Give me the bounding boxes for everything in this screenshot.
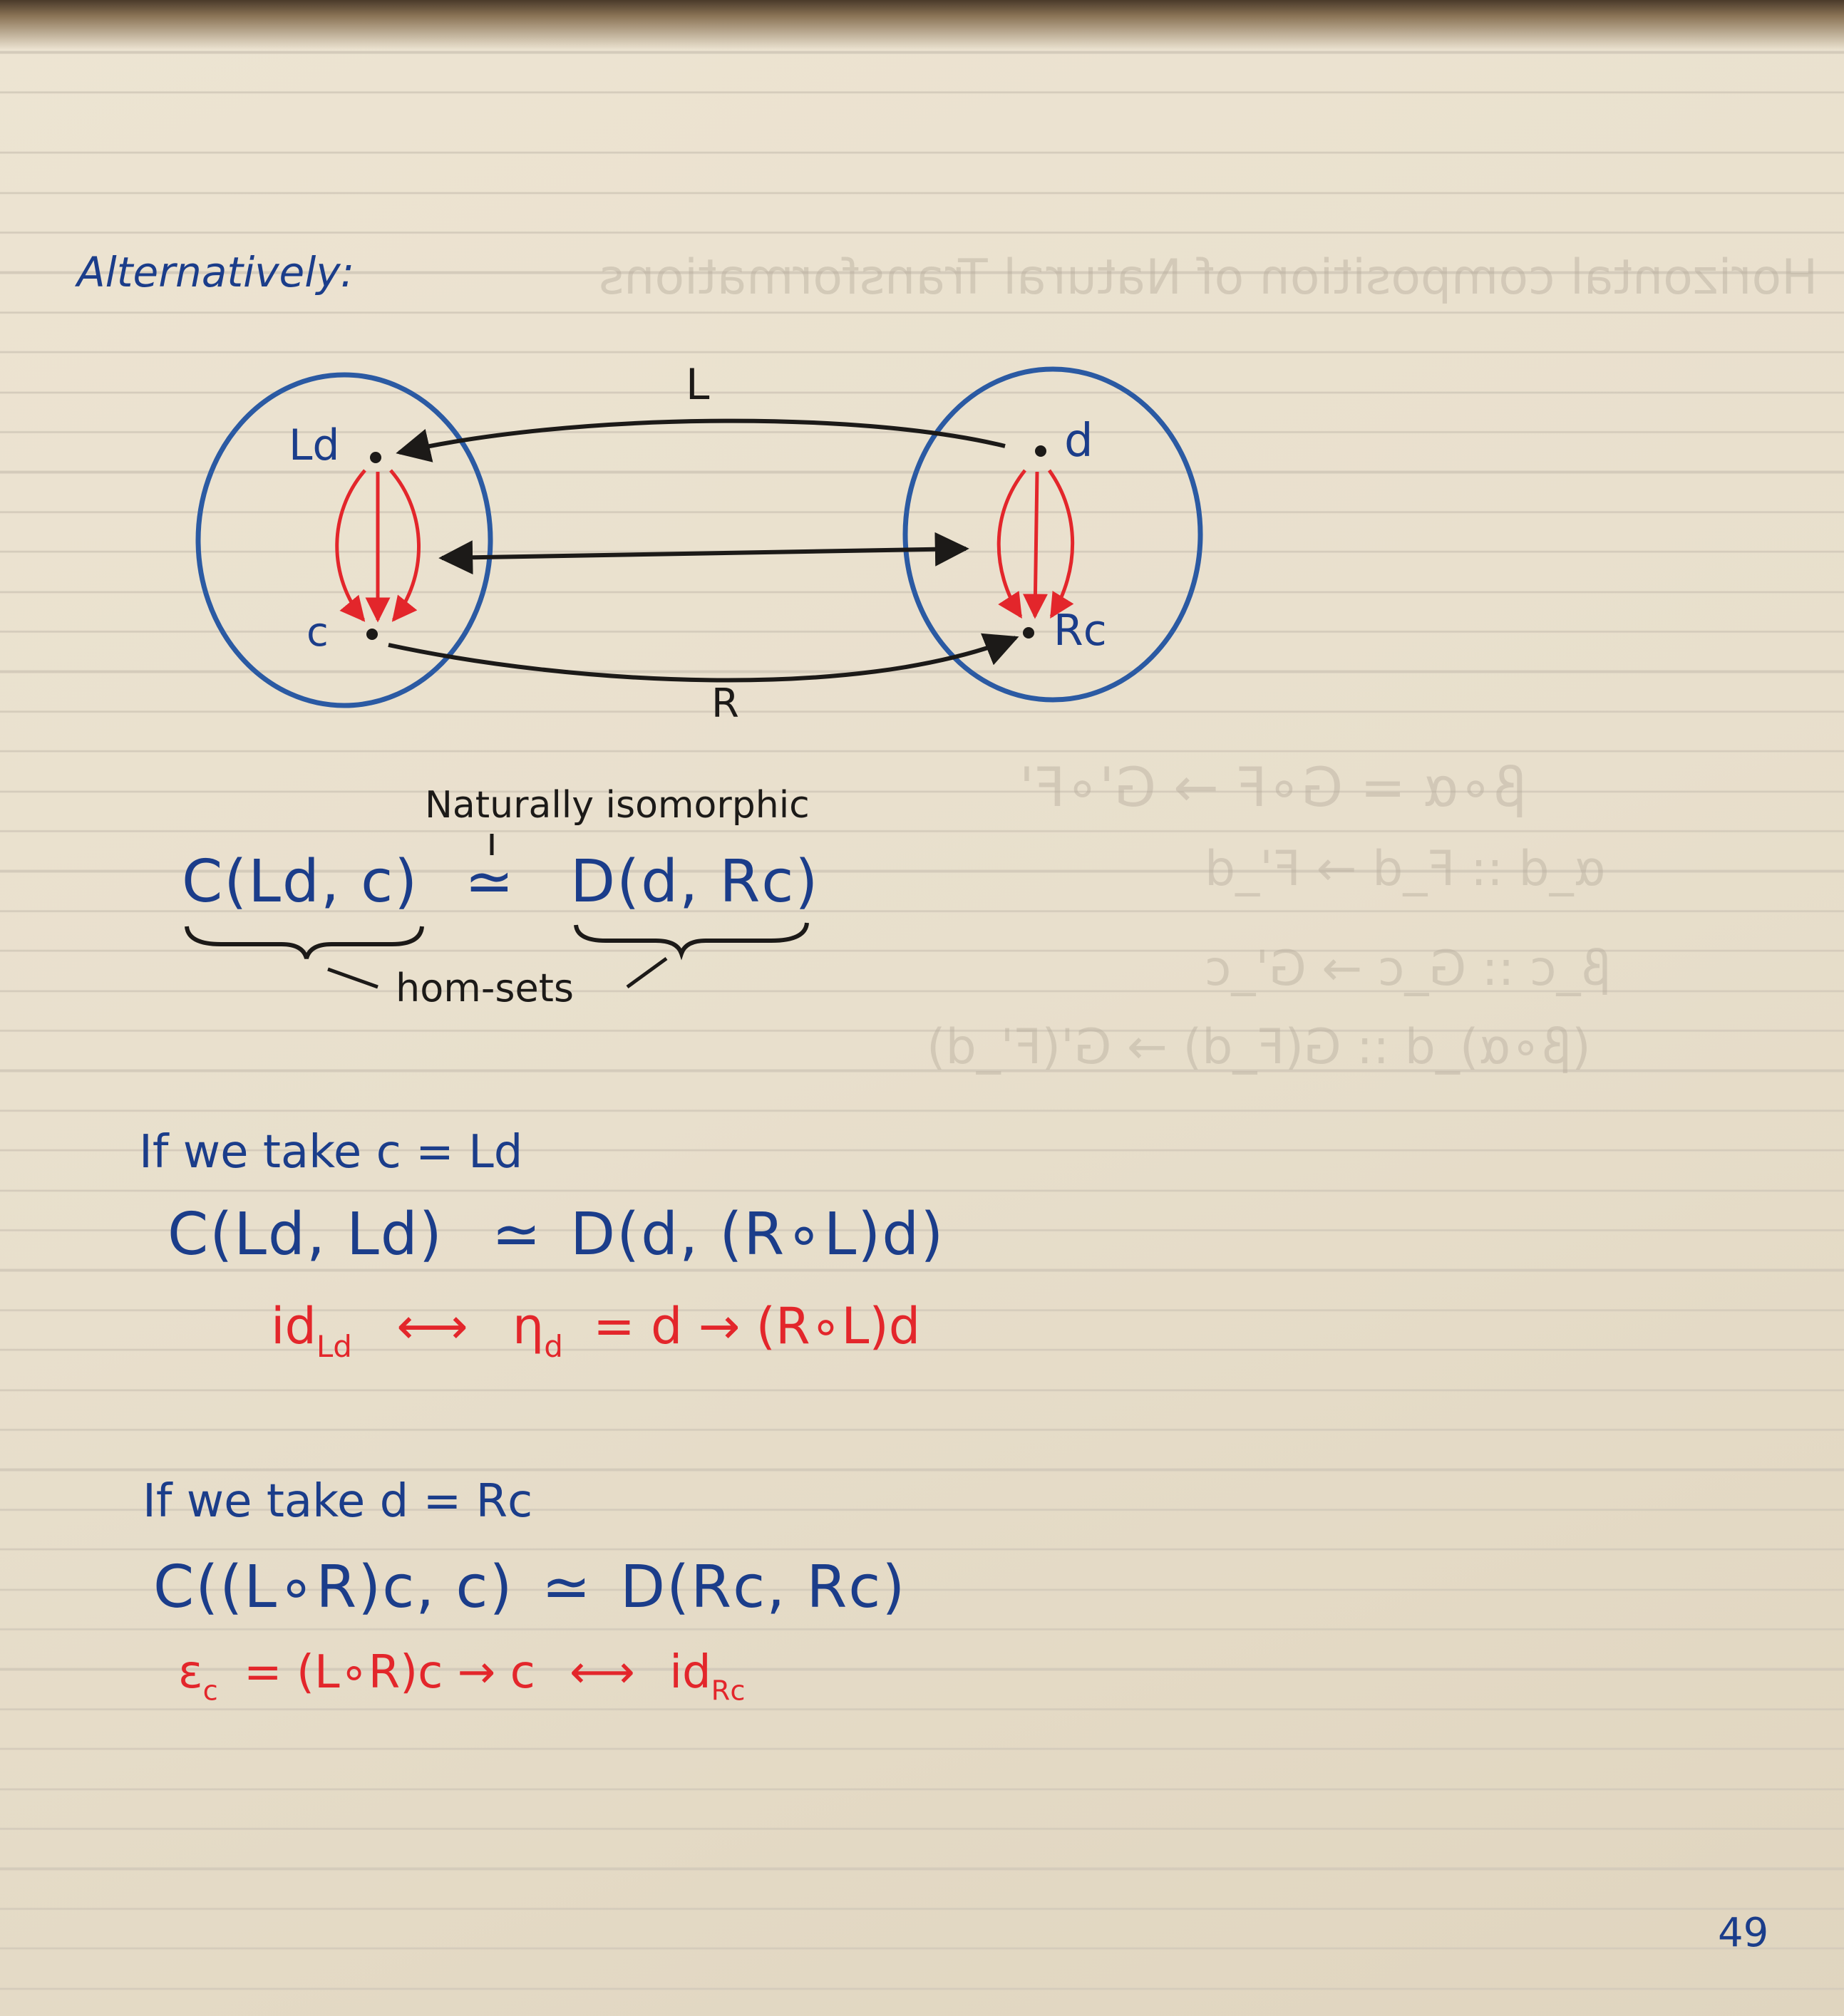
hom-set-brace-right [574,922,809,961]
isomorphism-arrow [438,532,969,575]
identity-ld: idLd [271,1297,352,1364]
eta-subscript: d [544,1328,563,1364]
case1-title: If we take c = Ld [139,1126,523,1179]
hom-sets-note: hom-sets [396,966,575,1010]
identity-symbol: id [669,1646,711,1699]
functor-l-arrow [396,418,1006,462]
page-number: 49 [1718,1910,1769,1956]
case1-lhs: C(Ld, Ld) [168,1201,443,1268]
point-rc [1023,627,1034,639]
case1-iso: ≃ [492,1201,542,1268]
identity-symbol: id [271,1297,316,1355]
correspondence-arrow: ⟷ [570,1646,635,1699]
case2-iso: ≃ [542,1554,592,1621]
section-heading: Alternatively: [77,248,355,296]
eta-symbol: η [512,1297,545,1355]
identity-rc: idRc [669,1646,745,1707]
functor-label-l: L [686,360,710,410]
morphisms-right-outer-a [996,469,1026,619]
case1-rhs: D(d, (R∘L)d) [570,1201,945,1268]
case2-lhs: C((L∘R)c, c) [153,1554,514,1621]
counit-definition: = (L∘R)c → c [244,1646,535,1699]
identity-subscript: Ld [316,1328,352,1364]
epsilon-subscript: c [202,1675,218,1707]
counit-epsilon: εc [178,1646,218,1707]
morphisms-right-middle [1022,471,1048,619]
point-d [1035,445,1046,457]
morphisms-right-outer-b [1047,469,1075,619]
functor-r-arrow [388,633,1019,683]
epsilon-symbol: ε [178,1646,203,1699]
object-label-rc: Rc [1054,606,1107,656]
case1-correspondence: idLd ⟷ ηd = d → (R∘L)d [271,1297,920,1364]
morphisms-left-outer-a [335,469,366,622]
object-label-c: c [307,609,329,656]
point-ld [370,452,381,463]
hom-set-d: D(d, Rc) [570,848,820,916]
case2-correspondence: εc = (L∘R)c → c ⟷ idRc [178,1646,745,1707]
case2-rhs: D(Rc, Rc) [620,1554,907,1621]
naturally-isomorphic-note: Naturally isomorphic [425,784,810,827]
functor-label-r: R [711,681,739,727]
hom-set-pointer-left [327,967,378,989]
unit-eta: ηd [512,1297,563,1364]
hom-set-pointer-right [626,956,668,989]
case2-title: If we take d = Rc [143,1475,533,1528]
hom-set-c: C(Ld, c) [182,848,419,916]
morphisms-left-outer-b [389,469,421,622]
object-label-d: d [1064,415,1093,467]
hom-set-brace-left [185,926,424,959]
unit-definition: = d → (R∘L)d [593,1297,921,1355]
iso-symbol: ≃ [465,848,515,916]
object-label-ld: Ld [289,420,340,470]
identity-subscript: Rc [711,1675,746,1707]
point-c [366,629,378,640]
category-d-circle [902,366,1203,703]
correspondence-arrow: ⟷ [396,1297,468,1355]
